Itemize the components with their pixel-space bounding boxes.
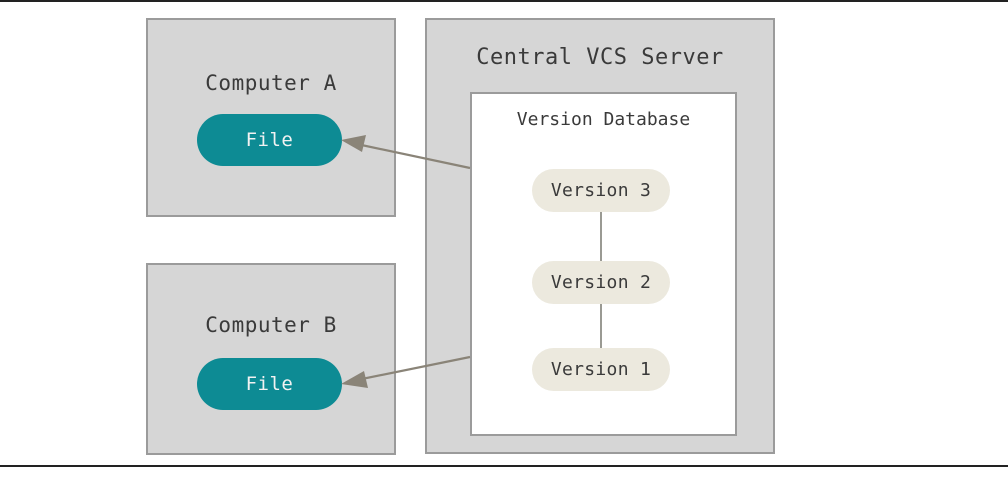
version-pill-3[interactable]: Version 3	[532, 169, 670, 212]
panel-computer-a: Computer A	[146, 18, 396, 217]
version-pill-3-label: Version 3	[550, 180, 652, 201]
file-pill-computer-b[interactable]: File	[197, 358, 342, 410]
file-pill-computer-b-label: File	[245, 373, 294, 395]
panel-computer-a-title: Computer A	[205, 71, 337, 95]
version-database-title: Version Database	[516, 109, 691, 130]
version-pill-1[interactable]: Version 1	[532, 348, 670, 391]
version-pill-2[interactable]: Version 2	[532, 261, 670, 304]
connector-version3-version2	[600, 212, 602, 261]
version-pill-1-label: Version 1	[550, 359, 652, 380]
bottom-divider-rule	[0, 465, 1008, 467]
version-pill-2-label: Version 2	[550, 272, 652, 293]
file-pill-computer-a-label: File	[245, 129, 294, 151]
panel-server-title: Central VCS Server	[476, 45, 724, 70]
top-divider-rule	[0, 0, 1008, 2]
panel-computer-b-title: Computer B	[205, 313, 337, 337]
connector-version2-version1	[600, 304, 602, 348]
file-pill-computer-a[interactable]: File	[197, 114, 342, 166]
